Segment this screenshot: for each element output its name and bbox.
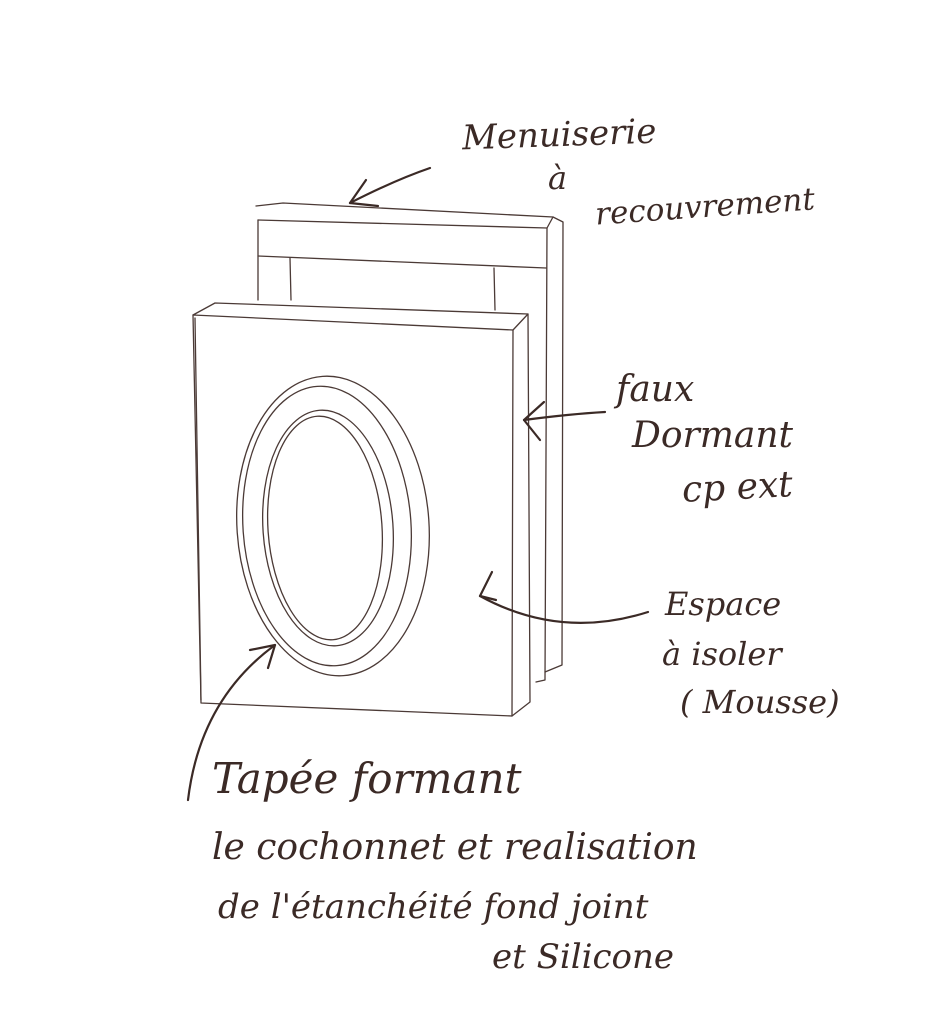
menuiserie-frame [255, 202, 564, 683]
label-espace-line1: Espace [665, 585, 782, 623]
faux-dormant-box [192, 302, 531, 717]
label-espace-line2: à isoler [662, 635, 782, 673]
arrow-menuiserie [348, 166, 432, 208]
label-menuiserie-line1: Menuiserie [461, 111, 658, 159]
label-tapee-line4: et Silicone [492, 937, 675, 977]
arrow-espace [478, 570, 650, 624]
tapee-ring [236, 375, 430, 677]
label-faux-dormant-line3: cp ext [680, 464, 794, 511]
arrow-faux-dormant [522, 400, 607, 442]
arrow-tapee [186, 643, 277, 802]
label-menuiserie-line2: à [548, 159, 568, 197]
label-tapee-line2: le cochonnet et realisation [212, 827, 698, 868]
label-tapee-line3: de l'étanchéité fond joint [218, 887, 649, 927]
label-faux-dormant-line2: Dormant [632, 415, 793, 456]
label-tapee-line1: Tapée formant [212, 754, 522, 803]
label-espace-line3: ( Mousse) [680, 683, 840, 721]
label-faux-dormant-line1: faux [616, 369, 695, 410]
